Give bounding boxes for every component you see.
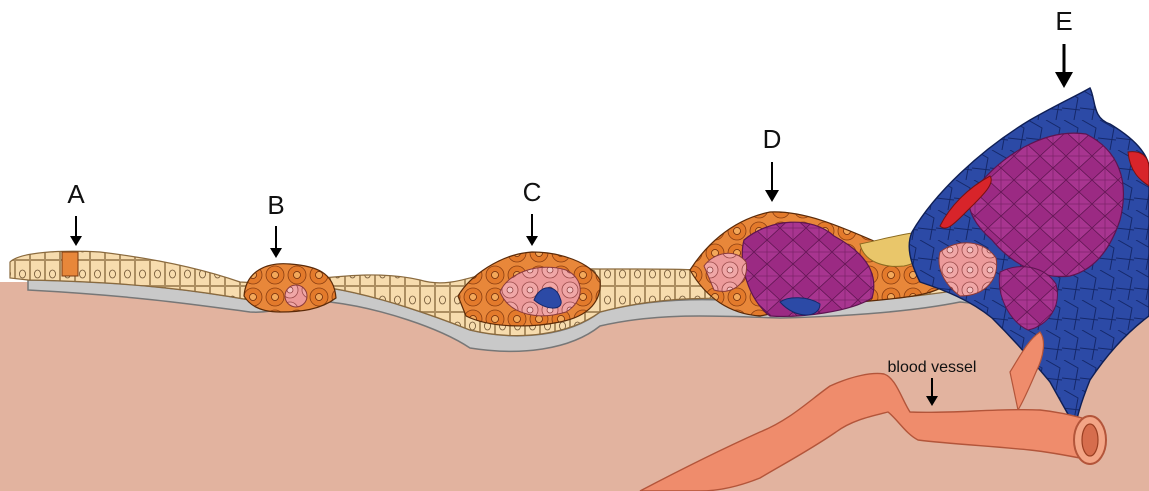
label-e: E — [1055, 6, 1072, 36]
label-a: A — [67, 179, 85, 209]
blood-vessel-lumen — [1082, 424, 1098, 456]
label-c: C — [523, 177, 542, 207]
arrow-a — [70, 216, 82, 246]
arrow-d — [765, 162, 779, 202]
label-blood-vessel: blood vessel — [888, 359, 977, 376]
lesion-a-cell — [62, 252, 78, 276]
lesion-b-pink-cell — [285, 285, 307, 307]
arrow-c — [526, 214, 538, 246]
label-d: D — [763, 124, 782, 154]
arrow-e — [1055, 44, 1073, 88]
label-b: B — [267, 190, 284, 220]
arrow-b — [270, 226, 282, 258]
